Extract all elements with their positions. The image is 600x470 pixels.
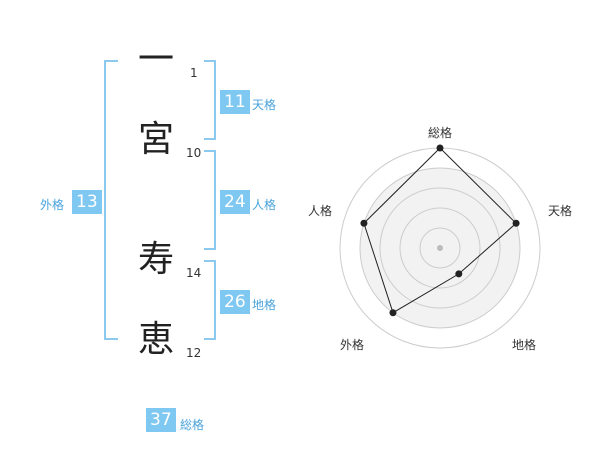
radar-axis-label-gaikaku: 外格	[340, 338, 365, 352]
jinkaku-bracket	[204, 150, 216, 250]
gaikaku-value-badge: 13	[72, 190, 102, 214]
radar-axis-label-chikaku: 地格	[512, 338, 537, 352]
name-char-4: 恵	[137, 319, 174, 360]
chikaku-label: 地格	[252, 298, 277, 312]
gaikaku-label: 外格	[40, 198, 65, 212]
radar-polygon	[363, 147, 517, 314]
radar-axis-label-soukaku: 総格	[428, 126, 453, 140]
radar-point-3	[455, 270, 463, 278]
chikaku-value-badge: 26	[220, 290, 250, 314]
radar-point-4	[389, 309, 397, 317]
soukaku-label: 総格	[180, 418, 205, 432]
name-char-3: 寿	[137, 239, 174, 280]
radar-axis-label-tenkaku: 天格	[548, 204, 573, 218]
jinkaku-label: 人格	[252, 198, 277, 212]
gaikaku-bracket	[104, 60, 118, 340]
radar-axis-label-jinkaku: 人格	[308, 204, 333, 218]
stroke-count-1: 1	[190, 66, 198, 80]
radar-center-dot	[437, 245, 443, 251]
stroke-count-2: 10	[186, 146, 202, 160]
radar-point-5	[360, 219, 368, 227]
tenkaku-value-badge: 11	[220, 90, 250, 114]
radar-point-2	[512, 219, 520, 227]
stroke-count-4: 12	[186, 346, 202, 360]
radar-points	[360, 144, 520, 317]
radar-point-1	[436, 144, 444, 152]
name-char-1: 一	[137, 39, 174, 80]
soukaku-value-badge: 37	[146, 408, 176, 432]
tenkaku-label: 天格	[252, 98, 277, 112]
tenkaku-bracket	[204, 60, 216, 140]
name-char-2: 宮	[137, 119, 174, 160]
radar-chart	[339, 144, 541, 349]
stroke-count-3: 14	[186, 266, 202, 280]
jinkaku-value-badge: 24	[220, 190, 250, 214]
chikaku-bracket	[204, 260, 216, 340]
